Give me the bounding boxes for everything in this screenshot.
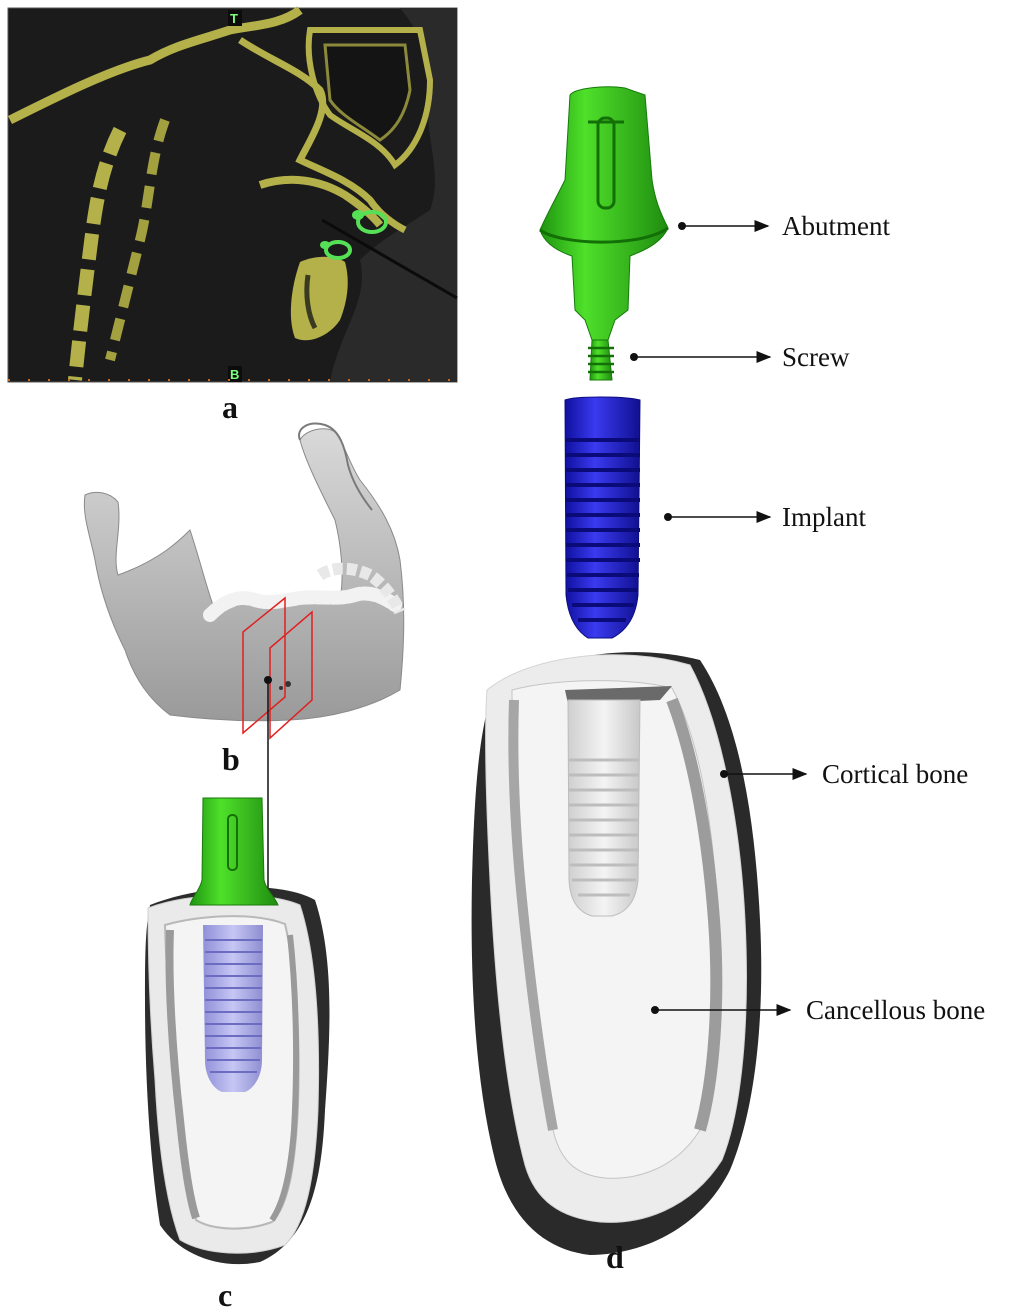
- exploded-view: [472, 87, 762, 1255]
- ct-scan-panel: T B: [8, 8, 457, 382]
- mental-foramen-2: [279, 686, 283, 690]
- d-screw: [590, 340, 612, 380]
- screw-callout: Screw: [630, 342, 850, 372]
- d-abutment-top: [540, 87, 668, 340]
- panel-label-b: b: [222, 741, 240, 777]
- c-implant: [203, 925, 263, 1092]
- ct-upper-tooth-2: [352, 210, 364, 220]
- panel-label-a: a: [222, 389, 238, 425]
- cancellous-bone-label: Cancellous bone: [806, 995, 985, 1025]
- ct-bottom-marker: B: [230, 367, 239, 382]
- c-abutment: [190, 798, 278, 905]
- screw-label: Screw: [782, 342, 850, 372]
- cortical-bone-label: Cortical bone: [822, 759, 968, 789]
- mandible-body: [84, 429, 403, 721]
- implant-callout: Implant: [664, 502, 866, 532]
- d-implant: [565, 397, 640, 638]
- mandible-panel: [84, 423, 403, 738]
- mental-foramen: [285, 681, 291, 687]
- abutment-label: Abutment: [782, 211, 890, 241]
- panel-label-d: d: [606, 1239, 624, 1275]
- ct-lower-tooth-2: [320, 241, 330, 249]
- implant-label: Implant: [782, 502, 866, 532]
- panel-label-c: c: [218, 1277, 232, 1308]
- cortical-bone-callout: Cortical bone: [720, 759, 968, 789]
- ct-top-marker: T: [230, 11, 238, 26]
- assembled-model: [145, 798, 329, 1264]
- abutment-callout: Abutment: [678, 211, 890, 241]
- d-implant-socket: [568, 700, 640, 916]
